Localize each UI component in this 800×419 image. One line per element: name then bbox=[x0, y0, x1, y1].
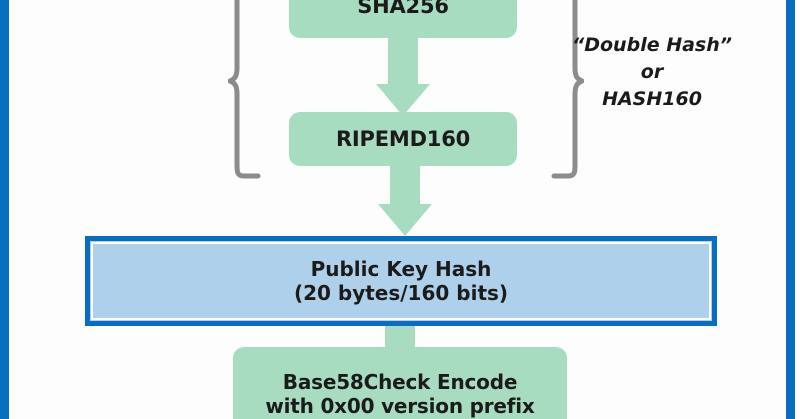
arrow-shaft bbox=[390, 160, 420, 208]
annotation-double-hash-line-3: HASH160 bbox=[602, 87, 702, 110]
node-base58check-text: Base58Check Encode with 0x00 version pre… bbox=[265, 370, 535, 418]
node-sha256: SHA256 bbox=[289, 0, 517, 38]
node-public-key-hash-text: Public Key Hash (20 bytes/160 bits) bbox=[294, 257, 508, 306]
page-rule-right bbox=[786, 0, 795, 419]
node-sha256-label: SHA256 bbox=[357, 0, 449, 18]
node-ripemd160-label: RIPEMD160 bbox=[335, 126, 471, 151]
node-public-key-hash: Public Key Hash (20 bytes/160 bits) bbox=[85, 236, 717, 326]
node-public-key-hash-line-2: (20 bytes/160 bits) bbox=[293, 281, 509, 305]
arrow-shaft bbox=[388, 34, 418, 88]
curly-brace-right-icon bbox=[551, 0, 584, 179]
annotation-double-hash-line-1: “Double Hash” bbox=[572, 34, 732, 56]
annotation-double-hash: “Double Hash” or HASH160 bbox=[572, 32, 732, 113]
node-base58check-encode: Base58Check Encode with 0x00 version pre… bbox=[233, 347, 567, 419]
curly-brace-left-icon bbox=[228, 0, 261, 179]
node-public-key-hash-line-1: Public Key Hash bbox=[310, 256, 492, 281]
page-rule-left bbox=[0, 0, 9, 419]
arrow-down-icon-ripemd-to-public-key-hash bbox=[378, 160, 432, 242]
arrow-down-icon-sha-to-ripemd bbox=[376, 34, 430, 116]
node-ripemd160: RIPEMD160 bbox=[289, 112, 517, 166]
node-base58check-line-1: Base58Check Encode bbox=[282, 370, 518, 394]
node-base58check-line-2: with 0x00 version prefix bbox=[265, 393, 535, 418]
arrow-head bbox=[376, 84, 430, 116]
arrow-head bbox=[378, 204, 432, 236]
annotation-double-hash-line-2: or bbox=[640, 60, 664, 83]
